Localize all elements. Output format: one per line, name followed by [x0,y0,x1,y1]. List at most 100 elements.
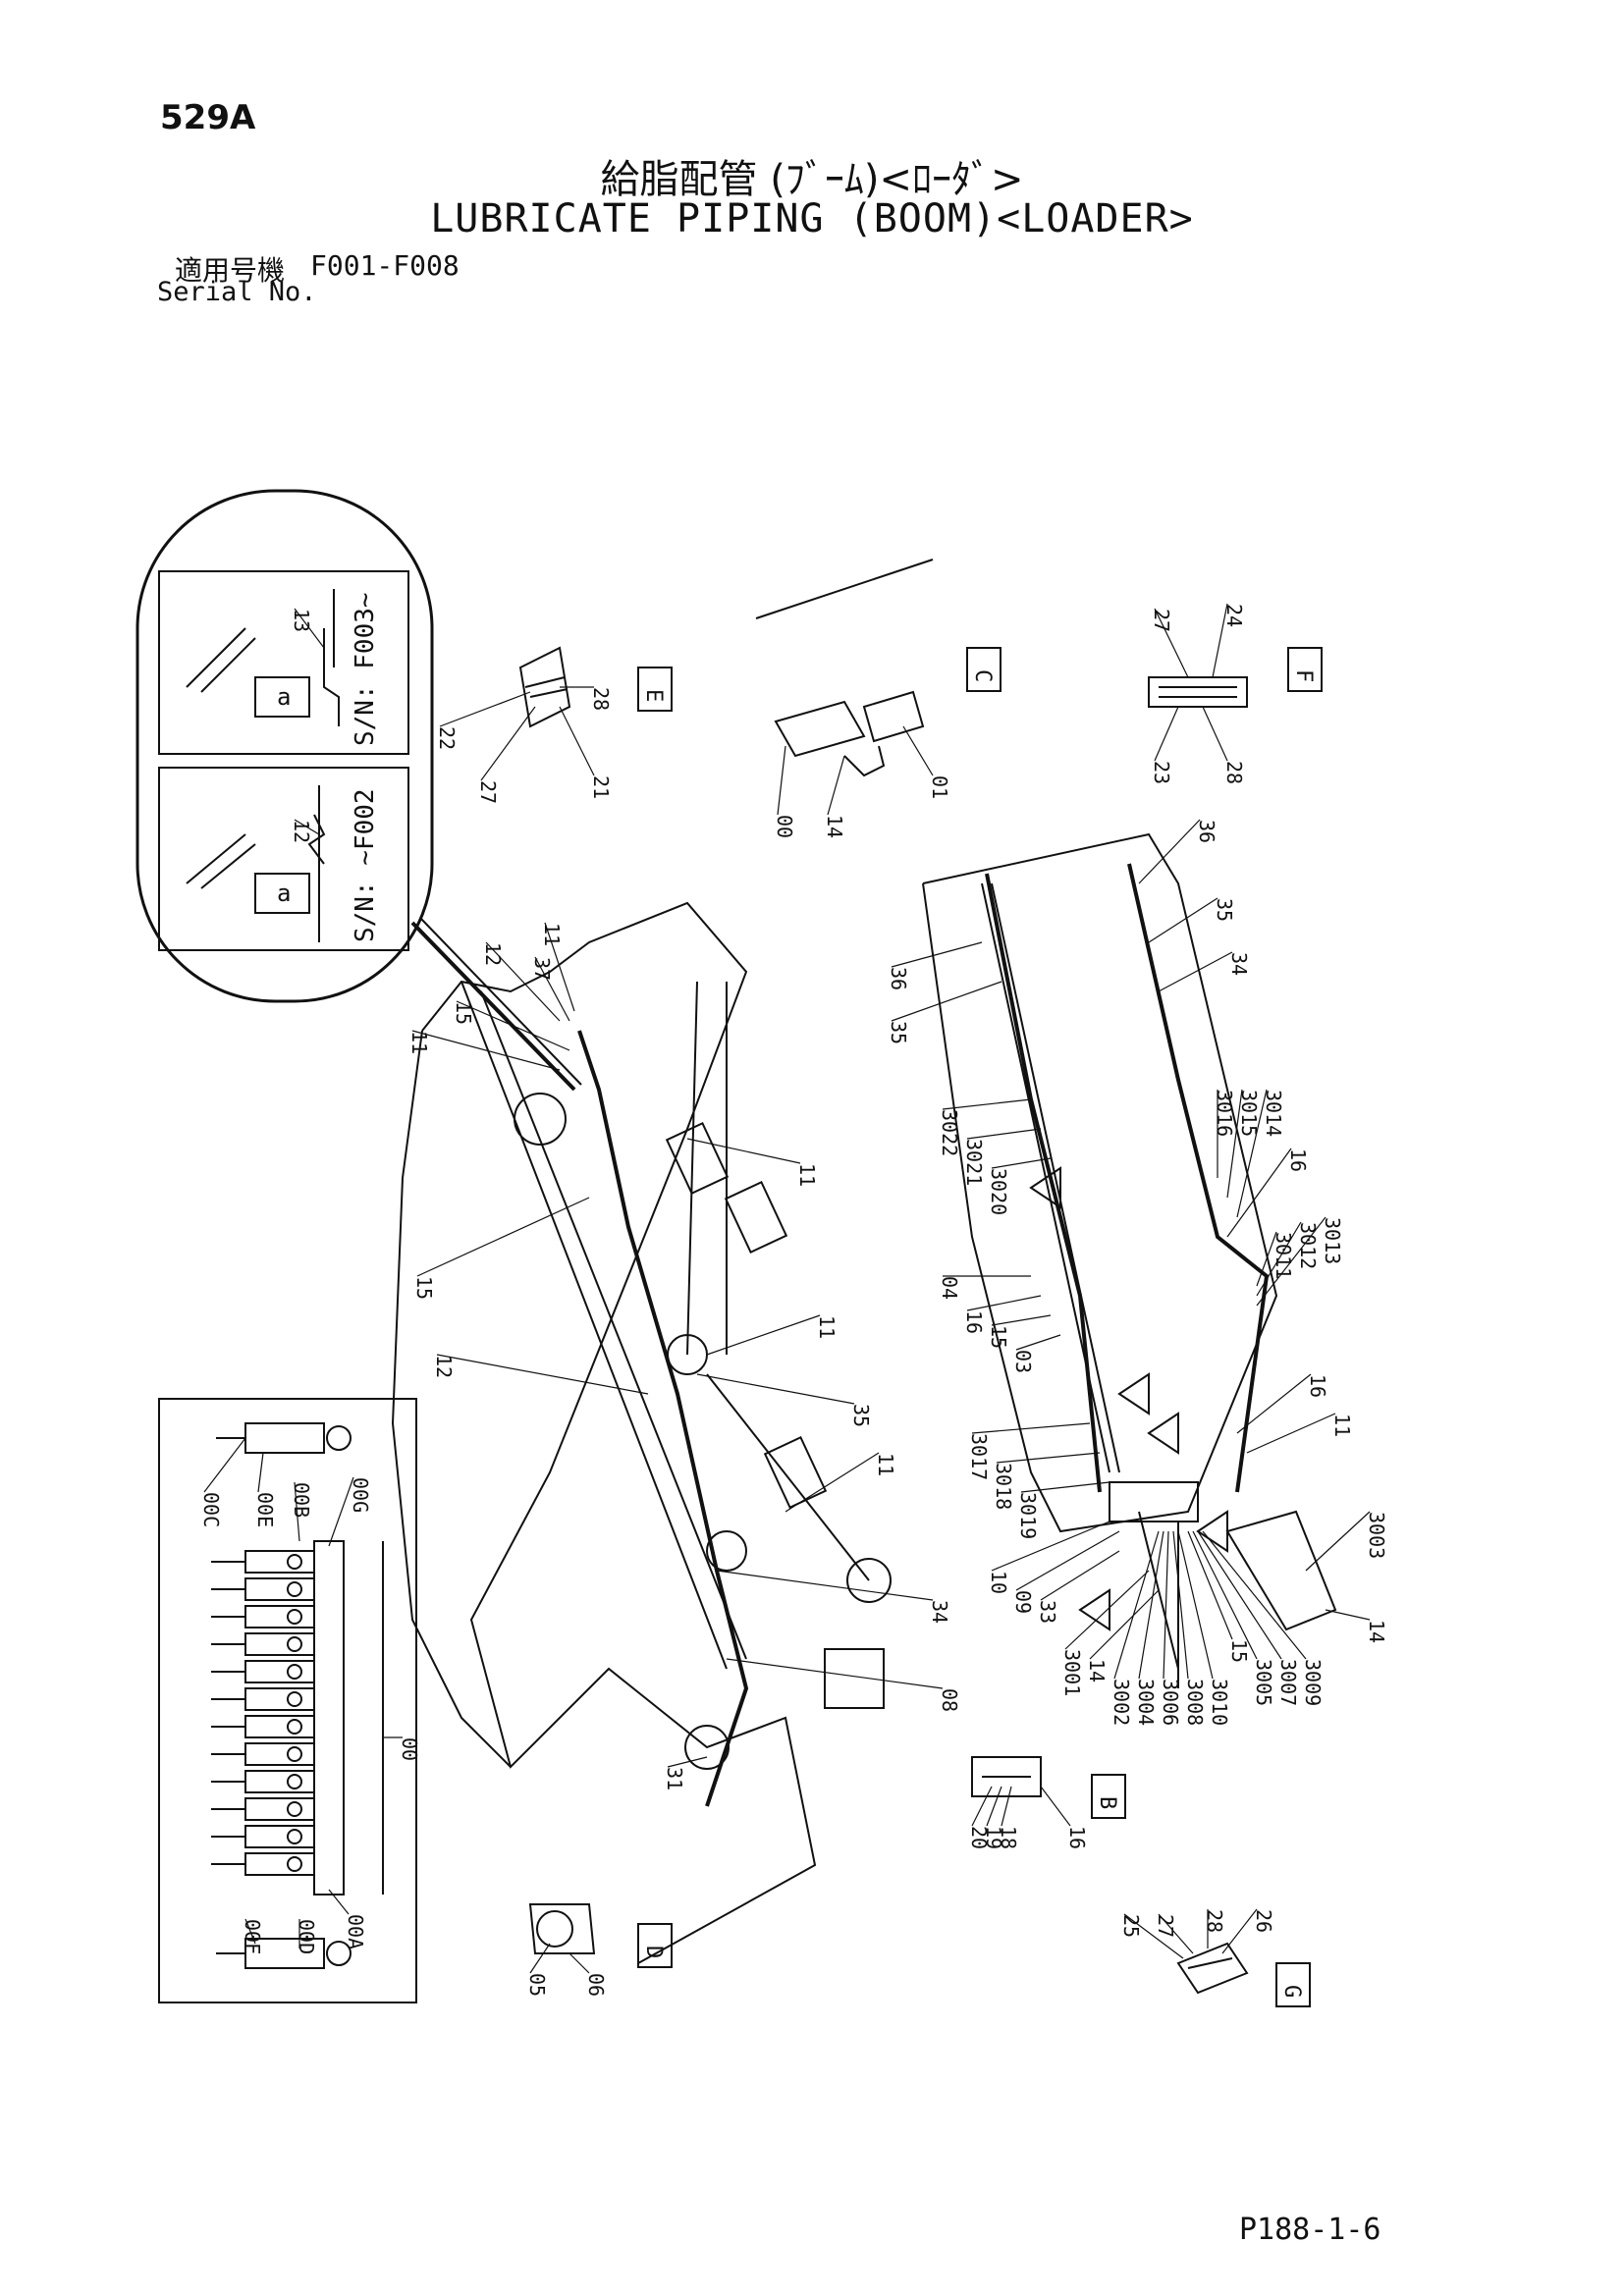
callout-03: 03 [1011,1350,1035,1373]
callout-26: 26 [1252,1909,1275,1933]
callout-leader [1020,1481,1110,1493]
serial-label-japanese: 適用号機 [175,254,286,287]
callout-00: 00 [773,815,796,838]
lubricator-port [244,1550,315,1574]
callout-leader [1226,1089,1243,1199]
lubricator-nut-icon [287,1829,302,1844]
callout-leader [785,1452,880,1513]
callout-leader [480,706,536,781]
callout-leader [436,1354,649,1395]
callout-leader [966,1128,1042,1140]
callout-3013: 3013 [1321,1217,1344,1264]
callout-leader [1064,1570,1150,1650]
callout-leader [294,1481,300,1542]
callout-00g: 00G [349,1477,372,1513]
callout-27: 27 [1150,609,1173,632]
callout-leader [1015,1334,1061,1351]
lubricator-nut-icon [287,1801,302,1817]
callout-3009: 3009 [1301,1659,1325,1706]
callout-3020: 3020 [987,1168,1010,1215]
callout-16: 16 [962,1310,986,1334]
lubricator-nut-icon [287,1554,302,1570]
callout-leader [1187,1530,1233,1640]
callout-leader [544,922,575,1012]
callout-24: 24 [1222,604,1246,627]
lubricator-port [244,1852,315,1876]
lubricator-nut-icon [287,1636,302,1652]
callout-35: 35 [1213,898,1236,922]
callout-leader [827,755,845,816]
callout-09: 09 [1011,1590,1035,1614]
view-label-f: F [1291,669,1316,682]
callout-31: 31 [663,1767,686,1790]
callout-leader [1001,1786,1012,1827]
callout-3010: 3010 [1208,1679,1231,1726]
callout-3005: 3005 [1252,1659,1275,1706]
callout-leader [1325,1609,1371,1621]
callout-3006: 3006 [1159,1679,1182,1726]
callout-11: 11 [1330,1414,1354,1437]
lubricator-nut-icon [287,1746,302,1762]
view-g-clamp [1176,1942,1311,2007]
callout-leader [891,981,1002,1022]
callout-3002: 3002 [1110,1679,1133,1726]
lubricator-port [244,1687,315,1711]
callout-leader [1158,1913,1194,1954]
callout-06: 06 [584,1973,608,1997]
callout-leader [966,1295,1042,1311]
callout-leader [902,725,934,776]
callout-15: 15 [987,1325,1010,1349]
callout-leader [328,1476,354,1547]
callout-00c: 00C [199,1492,223,1527]
callout-12: 12 [481,942,505,966]
callout-05: 05 [525,1973,549,1997]
callout-leader [203,1437,246,1493]
serial-label-english: Serial No. [157,277,317,307]
callout-leader [1138,819,1201,884]
callout-leader [529,1943,551,1974]
callout-leader [1212,603,1228,678]
lubricator-port [244,1605,315,1629]
detail-letter-lower: a [277,880,291,907]
callout-22: 22 [435,726,459,750]
callout-leader [1202,1530,1307,1660]
title-japanese: 給脂配管 (ﾌﾞｰﾑ)<ﾛｰﾀﾞ> [600,157,1024,202]
view-c-fitting [755,559,1001,777]
callout-leader [1172,1530,1189,1680]
callout-leader [534,956,570,1022]
callout-leader [1177,1530,1214,1680]
callout-leader [1256,1216,1326,1307]
callout-00a: 00A [344,1914,367,1949]
callout-04: 04 [938,1276,961,1300]
callout-leader [706,1314,821,1356]
callout-34: 34 [1227,952,1251,976]
callout-3004: 3004 [1134,1679,1158,1726]
callout-leader [1197,1530,1282,1660]
view-d-clamp [528,1903,673,1968]
boom-assembly [391,901,892,1964]
callout-3007: 3007 [1276,1659,1300,1706]
callout-leader [1158,951,1233,992]
callout-leader [1305,1511,1371,1572]
callout-3008: 3008 [1183,1679,1207,1726]
callout-leader [991,1521,1110,1572]
callout-00e: 00E [253,1492,277,1527]
callout-leader [696,1373,855,1405]
callout-leader [244,1918,256,1945]
callout-leader [456,1000,570,1051]
callout-leader [971,1422,1091,1434]
detail-bubble [135,489,582,1092]
view-label-b: B [1095,1796,1119,1809]
detail-letter-upper: a [277,683,291,711]
page-number: P188-1-6 [1239,2213,1381,2247]
callout-leader [1154,608,1189,678]
lubricator-nut-icon [287,1719,302,1735]
callout-3001: 3001 [1060,1649,1084,1696]
callout-leader [1089,1589,1160,1660]
callout-leader [1154,706,1179,762]
lubricator-nut-icon [287,1774,302,1789]
callout-leader [1138,1530,1164,1680]
callout-14: 14 [1085,1659,1109,1682]
callout-leader [1226,1148,1292,1238]
